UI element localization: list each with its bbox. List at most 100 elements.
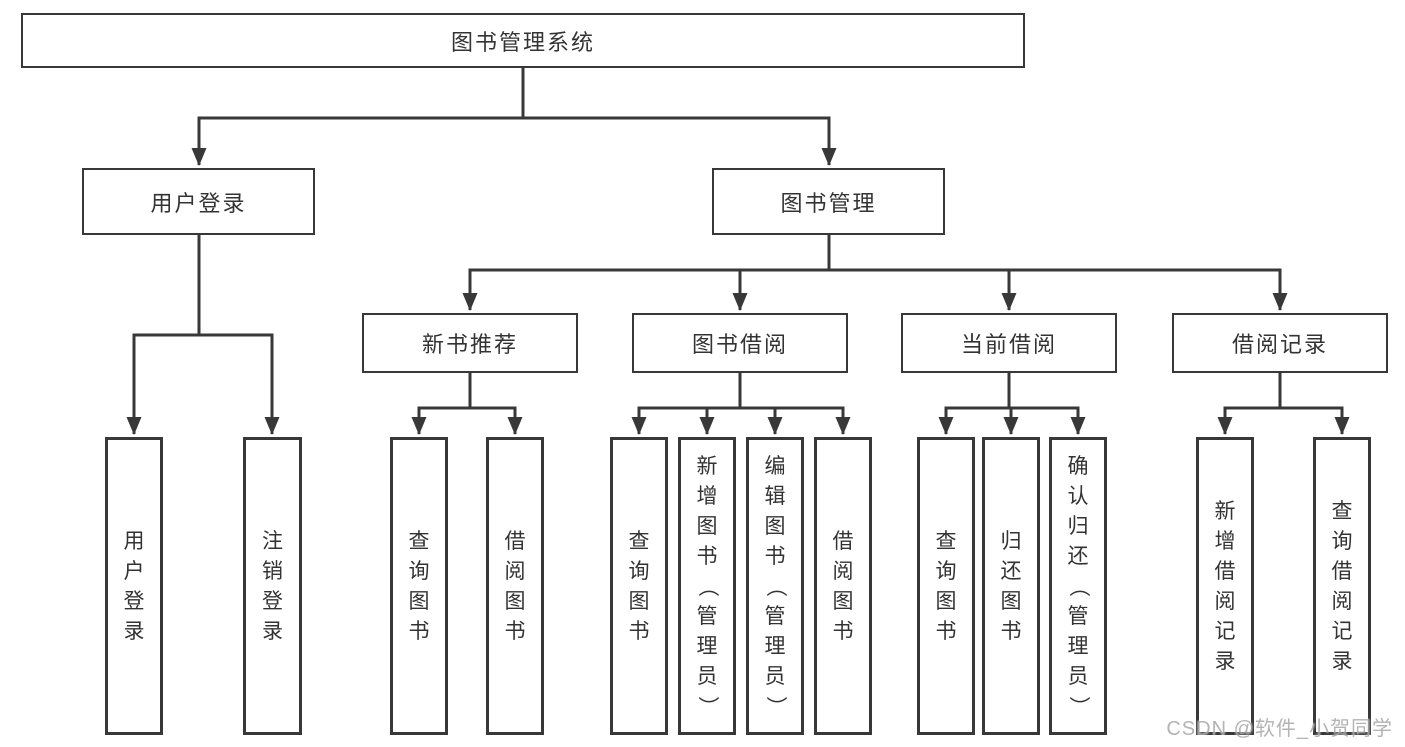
vertical-char: 书 <box>628 619 650 643</box>
leaf-add-book-admin: 新增图书（管理员） <box>678 437 736 735</box>
connector-group-root <box>191 68 837 166</box>
leaf-query-books-recommend: 查询图书 <box>390 437 448 735</box>
vertical-char: 登 <box>123 589 145 613</box>
vertical-char: 书 <box>504 619 526 643</box>
vertical-char: （ <box>1066 575 1090 597</box>
vertical-char: 图 <box>935 589 957 613</box>
vertical-char: 图 <box>504 589 526 613</box>
vertical-char: 录 <box>262 619 283 643</box>
vertical-char: 询 <box>408 559 430 583</box>
vertical-char: 借 <box>1331 559 1353 583</box>
vertical-char: 管 <box>764 604 786 628</box>
leaf-label: 查询借阅记录 <box>1332 501 1353 672</box>
vertical-char: 图 <box>696 514 718 538</box>
vertical-char: 用 <box>123 529 145 553</box>
vertical-char: 借 <box>1214 559 1236 583</box>
vertical-char: 录 <box>1331 649 1353 673</box>
node-label: 图书管理系统 <box>450 29 595 55</box>
vertical-char: 阅 <box>1214 589 1236 613</box>
connector-group-book-management <box>462 235 1288 311</box>
leaf-label: 查询图书 <box>409 531 430 642</box>
vertical-char: 认 <box>1067 484 1089 508</box>
leaf-borrow-books: 借阅图书 <box>814 437 872 735</box>
vertical-char: 还 <box>1067 544 1089 568</box>
vertical-char: 图 <box>764 514 786 538</box>
vertical-char: 理 <box>764 634 786 658</box>
leaf-label: 编辑图书（管理员） <box>763 454 787 717</box>
leaf-query-books-borrow: 查询图书 <box>610 437 668 735</box>
vertical-char: 员 <box>696 664 718 688</box>
leaf-label: 借阅图书 <box>505 531 526 642</box>
vertical-char: 书 <box>408 619 430 643</box>
vertical-char: 询 <box>628 559 650 583</box>
vertical-char: 还 <box>1000 559 1022 583</box>
vertical-char: 归 <box>1000 529 1022 553</box>
vertical-char: 图 <box>408 589 430 613</box>
vertical-char: 员 <box>1067 664 1089 688</box>
vertical-char: 确 <box>1067 454 1089 478</box>
vertical-char: 新 <box>1214 499 1236 523</box>
vertical-char: 阅 <box>1331 589 1353 613</box>
vertical-char: 员 <box>764 664 786 688</box>
node-label: 借阅记录 <box>1231 332 1328 357</box>
leaf-user-login: 用户登录 <box>105 437 163 735</box>
leaf-label: 确认归还（管理员） <box>1066 454 1090 717</box>
vertical-char: 录 <box>1214 649 1236 673</box>
leaf-borrow-books-recommend: 借阅图书 <box>486 437 544 735</box>
vertical-char: 理 <box>1067 634 1089 658</box>
vertical-char: 借 <box>504 529 526 553</box>
vertical-char: 书 <box>832 619 854 643</box>
vertical-char: 书 <box>764 544 786 568</box>
vertical-char: 录 <box>123 619 145 643</box>
leaf-label: 借阅图书 <box>833 531 854 642</box>
vertical-char: 书 <box>696 544 718 568</box>
vertical-char: 记 <box>1214 619 1236 643</box>
vertical-char: 管 <box>1067 604 1089 628</box>
vertical-char: 图 <box>628 589 650 613</box>
leaf-logout: 注销登录 <box>243 437 302 735</box>
node-book-borrow: 图书借阅 <box>632 313 848 373</box>
leaf-query-borrow-record: 查询借阅记录 <box>1313 437 1371 735</box>
vertical-char: 询 <box>935 559 957 583</box>
node-label: 图书管理 <box>780 190 877 216</box>
vertical-char: 增 <box>696 484 718 508</box>
node-current-borrow: 当前借阅 <box>901 313 1117 373</box>
node-book-management: 图书管理 <box>712 168 945 235</box>
node-label: 图书借阅 <box>691 332 788 357</box>
leaf-label: 新增图书（管理员） <box>695 454 719 717</box>
vertical-char: 新 <box>696 454 718 478</box>
node-label: 新书推荐 <box>421 332 518 357</box>
vertical-char: 理 <box>696 634 718 658</box>
node-library-management-system: 图书管理系统 <box>21 13 1025 68</box>
connector-group-book-borrow <box>631 373 851 435</box>
vertical-char: 图 <box>832 589 854 613</box>
node-label: 当前借阅 <box>960 332 1057 357</box>
node-borrow-records: 借阅记录 <box>1172 313 1388 373</box>
vertical-char: 书 <box>1000 619 1022 643</box>
leaf-label: 查询图书 <box>936 531 957 642</box>
vertical-char: 查 <box>628 529 650 553</box>
vertical-char: 借 <box>832 529 854 553</box>
vertical-char: 阅 <box>832 559 854 583</box>
vertical-char: 销 <box>262 559 283 583</box>
vertical-char: ） <box>1066 695 1090 717</box>
vertical-char: 图 <box>1000 589 1022 613</box>
vertical-char: 登 <box>262 589 283 613</box>
leaf-return-book: 归还图书 <box>982 437 1040 735</box>
node-user-login: 用户登录 <box>82 168 315 235</box>
vertical-char: （ <box>763 575 787 597</box>
leaf-edit-book-admin: 编辑图书（管理员） <box>746 437 804 735</box>
vertical-char: 查 <box>935 529 957 553</box>
connector-group-user-login <box>126 235 280 435</box>
leaf-label: 注销登录 <box>262 531 283 642</box>
leaf-query-books-current: 查询图书 <box>917 437 975 735</box>
vertical-char: 户 <box>123 559 145 583</box>
vertical-char: 询 <box>1331 529 1353 553</box>
vertical-char: ） <box>763 695 787 717</box>
vertical-char: 编 <box>764 454 786 478</box>
leaf-confirm-return-admin: 确认归还（管理员） <box>1049 437 1107 735</box>
leaf-label: 用户登录 <box>124 531 145 642</box>
vertical-char: ） <box>695 695 719 717</box>
vertical-char: （ <box>695 575 719 597</box>
